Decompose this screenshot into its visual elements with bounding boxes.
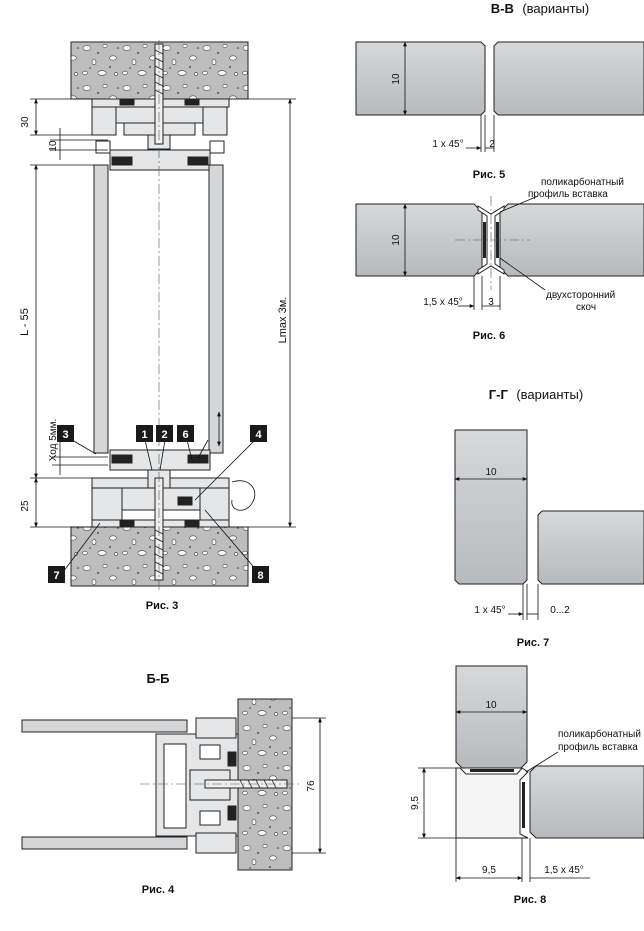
fig8-dim-95-v: 9,5 xyxy=(410,796,421,810)
panel-left xyxy=(93,164,109,454)
badge-8-label: 8 xyxy=(257,570,263,582)
badge-2: 2 xyxy=(156,425,173,442)
fig5-panel-right xyxy=(493,41,644,116)
fig5-panel-left xyxy=(355,41,486,116)
heading-vv: В-В (варианты) xyxy=(491,0,589,17)
caption-fig5: Рис. 5 xyxy=(473,169,505,181)
fig4-profile xyxy=(155,717,239,854)
fig6-note-tape-1: двухсторонний xyxy=(546,290,615,301)
fig5-chamfer: 1 x 45° xyxy=(432,139,463,150)
heading-gg-bold: Г-Г xyxy=(489,387,509,402)
figure-8: 10 9,5 9,5 1,5 x 45° поликарбонатный про… xyxy=(410,665,644,906)
fig8-dim-95-h: 9,5 xyxy=(482,865,496,876)
fig3-dim-25: 25 xyxy=(20,500,31,512)
fig6-panel-right xyxy=(499,203,644,277)
badge-3: 3 xyxy=(57,425,74,442)
badge-4-label: 4 xyxy=(255,429,262,441)
fig4-dim-76: 76 xyxy=(306,780,317,792)
heading-vv-bold: В-В xyxy=(491,1,514,16)
caption-fig4: Рис. 4 xyxy=(142,884,175,896)
fig7-panel-horizontal xyxy=(537,510,644,585)
fig7-panel-vertical xyxy=(454,429,528,585)
fig7-chamfer: 1 x 45° xyxy=(474,605,505,616)
fig3-dim-l55: L - 55 xyxy=(19,308,31,336)
fig8-tape-side xyxy=(522,782,525,828)
badge-7: 7 xyxy=(48,566,65,583)
fig8-tape-top xyxy=(470,769,514,772)
figure-4: Б-Б 76 Рис. 4 xyxy=(21,671,326,896)
fig8-panel-horizontal xyxy=(529,765,644,839)
caption-fig6: Рис. 6 xyxy=(473,330,505,342)
fig8-note-1: поликарбонатный xyxy=(558,728,641,740)
fig8-note-2: профиль вставка xyxy=(558,741,638,753)
fig4-panel-bottom xyxy=(21,836,188,850)
heading-gg: Г-Г (варианты) xyxy=(489,386,583,403)
fig6-chamfer: 1,5 x 45° xyxy=(423,297,463,308)
badge-3-label: 3 xyxy=(62,429,68,441)
heading-bb: Б-Б xyxy=(146,671,169,686)
heading-gg-rest: (варианты) xyxy=(516,387,583,402)
fig7-gap: 0...2 xyxy=(550,605,570,616)
fig6-note-insert-1: поликарбонатный xyxy=(541,176,624,188)
fig5-gap: 2 xyxy=(489,139,495,150)
badge-1-label: 1 xyxy=(141,429,147,441)
fig3-dim-lmax: Lmax 3м. xyxy=(277,297,289,344)
fig3-dim-30: 30 xyxy=(20,116,31,128)
badge-8: 8 xyxy=(252,566,269,583)
badge-2-label: 2 xyxy=(161,429,167,441)
heading-vv-rest: (варианты) xyxy=(522,1,589,16)
figure-6: 10 1,5 x 45° 3 поликарбонатный профиль в… xyxy=(355,176,644,342)
badge-1: 1 xyxy=(136,425,153,442)
fig6-gap: 3 xyxy=(488,297,494,308)
panel-right xyxy=(208,164,224,454)
caption-fig8: Рис. 8 xyxy=(514,894,546,906)
fig6-note-tape-2: скоч xyxy=(576,302,596,313)
fig6-tape-left xyxy=(483,222,486,258)
figure-3: 30 10 L - 55 Ход 5мм. 25 Lmax 3м. 3 1 2 … xyxy=(19,40,296,612)
fig4-panel-top xyxy=(21,719,188,733)
fig8-chamfer: 1,5 x 45° xyxy=(544,865,584,876)
badge-6-label: 6 xyxy=(182,429,188,441)
fig3-dim-stroke: Ход 5мм. xyxy=(48,419,59,462)
fig8-panel-vertical xyxy=(455,665,528,769)
fig6-note-insert-2: профиль вставка xyxy=(528,188,608,200)
badge-4: 4 xyxy=(250,425,267,442)
fig6-dim-10: 10 xyxy=(391,234,402,246)
badge-6: 6 xyxy=(177,425,194,442)
badge-7-label: 7 xyxy=(53,570,59,582)
figure-5: В-В (варианты) 10 1 x 45° 2 Рис. 5 xyxy=(355,0,644,181)
caption-fig7: Рис. 7 xyxy=(517,637,549,649)
fig7-dim-10: 10 xyxy=(485,467,497,478)
caption-fig3: Рис. 3 xyxy=(146,600,178,612)
fig8-corner-insert xyxy=(455,767,529,839)
fig8-dim-10: 10 xyxy=(485,700,497,711)
figure-7: Г-Г (варианты) 10 1 x 45° 0...2 Рис. 7 xyxy=(454,386,644,649)
fig3-dim-10: 10 xyxy=(48,140,59,152)
fig5-dim-10: 10 xyxy=(391,73,402,85)
